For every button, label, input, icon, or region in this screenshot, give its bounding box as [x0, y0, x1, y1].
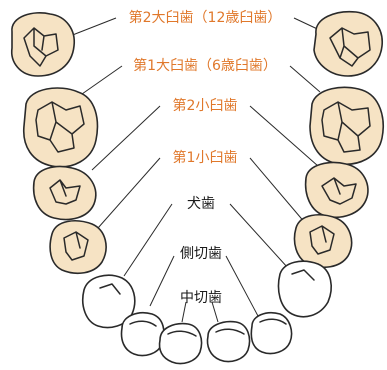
tooth-first-premolar-right [293, 214, 353, 269]
tooth-second-premolar-left [32, 165, 97, 221]
tooth-first-molar-right [309, 86, 384, 166]
tooth-second-molar-right [313, 10, 383, 77]
tooth-central-incisor-right [206, 320, 251, 363]
tooth-first-molar-left [23, 87, 99, 168]
tooth-lateral-incisor-right [250, 311, 293, 355]
leader-second-molar-left [69, 17, 117, 37]
label-second-molar: 第2大臼歯（12歳臼歯） [129, 9, 282, 26]
label-lateral-incisor: 側切歯 [180, 246, 222, 262]
label-canine: 犬歯 [187, 196, 215, 212]
labels: 第2大臼歯（12歳臼歯） 第1大臼歯（6歳臼歯） 第2小臼歯 第1小臼歯 犬歯 … [129, 9, 282, 306]
tooth-canine-left [82, 274, 136, 329]
leader-canine-left [123, 203, 173, 277]
leader-central-right [211, 301, 219, 323]
leader-first-molar-right [289, 65, 321, 93]
leader-second-premolar-right [249, 105, 319, 167]
tooth-canine-right [277, 260, 332, 318]
leader-lateral-left [149, 255, 175, 307]
tooth-lateral-incisor-left [120, 312, 165, 357]
tooth-second-premolar-right [304, 161, 369, 218]
label-central-incisor: 中切歯 [180, 290, 222, 306]
leader-canine-right [229, 203, 289, 269]
leader-first-premolar-right [249, 157, 307, 225]
tooth-central-incisor-left [158, 322, 203, 365]
tooth-second-molar-left [11, 12, 75, 77]
label-first-molar: 第1大臼歯（6歳臼歯） [133, 57, 277, 74]
label-first-premolar: 第1小臼歯 [173, 149, 238, 166]
label-second-premolar: 第2小臼歯 [173, 97, 238, 114]
leader-lateral-right [225, 255, 259, 317]
leader-first-premolar-left [97, 157, 161, 229]
leader-first-molar-left [81, 65, 123, 95]
leader-second-premolar-left [91, 105, 161, 171]
leader-central-left [181, 301, 187, 323]
leader-lines [69, 17, 329, 323]
tooth-first-premolar-left [49, 220, 107, 275]
